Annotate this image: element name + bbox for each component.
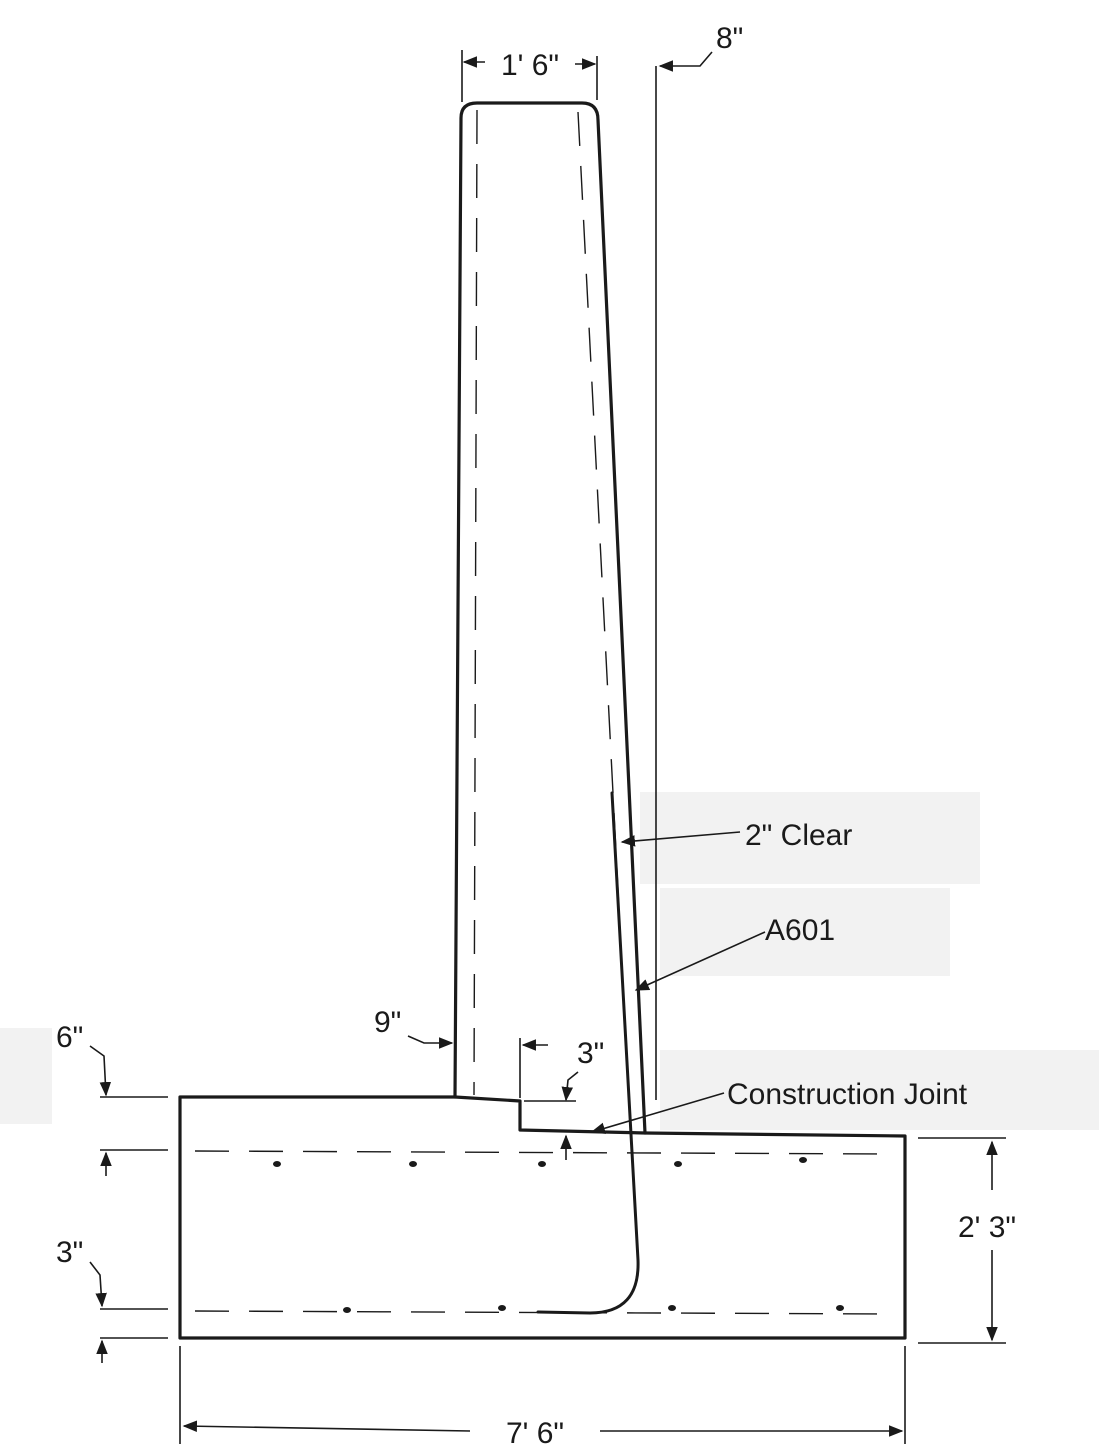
stem-width-label: 1' 6" [501,49,559,82]
batter-leader [658,51,713,72]
scan-shade-patch [660,888,950,976]
scan-shade-patch [640,792,980,884]
top-cover-label: 6" [56,1021,83,1054]
rebar-dot [674,1161,682,1167]
rebar-dot [343,1307,351,1313]
batter-label: 8" [716,22,743,55]
rebar-dot [498,1305,506,1311]
stem-width-dimension [461,50,598,102]
footing-width-label: 7' 6" [506,1417,564,1446]
bar-mark-leader [634,931,766,991]
rebar-dot [538,1161,546,1167]
construction-joint-leader [590,1092,725,1134]
bar-mark-label: A601 [765,914,835,947]
scan-shade-patch [660,1050,1099,1130]
rebar-dot [836,1305,844,1311]
toe-offset-label: 9" [374,1006,401,1039]
footing-outline [178,1095,907,1340]
bottom-cover-dimension [89,1261,168,1363]
rebar-dot [799,1157,807,1163]
top-cover-dimension [89,1045,168,1176]
bottom-cover-label: 3" [56,1236,83,1269]
footing-depth-dimension [918,1137,1006,1344]
clear-cover-leader [620,831,741,847]
footing-top-rebar [194,1150,891,1155]
rebar-dot [273,1161,281,1167]
key-width-label: 3" [577,1037,604,1070]
wall-stem-outline [453,101,647,1135]
clear-cover-label: 2" Clear [745,819,852,852]
footing-depth-label: 2' 3" [958,1211,1016,1244]
toe-offset-leader [407,1035,454,1049]
footing-width-dimension [179,1346,906,1444]
scan-shade-patch [0,1028,52,1124]
key-width-dimension [519,1038,579,1160]
rebar-dot [668,1305,676,1311]
construction-joint-label: Construction Joint [727,1078,968,1111]
rebar-dot [409,1161,417,1167]
stem-rebar-left [473,109,478,1096]
a601-hooked-bar [536,791,640,1315]
